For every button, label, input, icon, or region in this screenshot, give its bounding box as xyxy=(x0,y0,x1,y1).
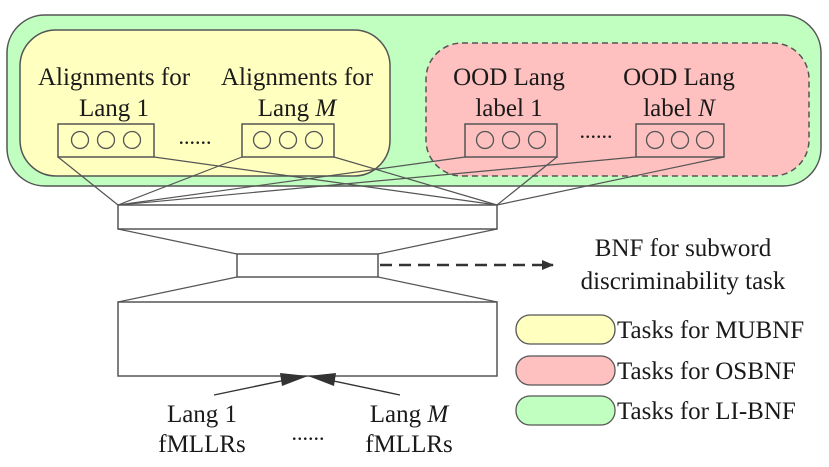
legend-label-osbnf: Tasks for OSBNF xyxy=(617,358,796,385)
legend-item-osbnf: Tasks for OSBNF xyxy=(515,355,796,386)
legend-item-li-bnf: Tasks for LI-BNF xyxy=(515,395,796,426)
input-right-label-var: M xyxy=(426,401,449,428)
legend-swatch-osbnf xyxy=(515,355,616,386)
node-circle xyxy=(475,130,495,150)
mubnf-left-title-line1: Alignments for xyxy=(38,64,191,91)
mubnf-ellipsis: ...... xyxy=(179,124,212,149)
legend: Tasks for MUBNF Tasks for OSBNF Tasks fo… xyxy=(515,314,804,426)
osbnf-right-title-line2: label N xyxy=(643,95,716,122)
input-arrows xyxy=(213,375,401,396)
node-circle xyxy=(501,130,521,150)
mubnf-output-node-box-right xyxy=(241,123,335,158)
osbnf-left-title-line1: OOD Lang xyxy=(453,64,565,91)
input-ellipsis: ...... xyxy=(292,420,325,445)
input-right-label-line1: Lang M xyxy=(370,401,450,428)
legend-label-mubnf: Tasks for MUBNF xyxy=(617,317,804,344)
legend-item-mubnf: Tasks for MUBNF xyxy=(515,314,804,345)
input-layer xyxy=(117,301,498,377)
input-left-label-line2: fMLLRs xyxy=(158,431,246,458)
osbnf-output-node-box-left xyxy=(464,123,558,158)
mubnf-right-title-line2: Lang M xyxy=(258,95,338,122)
mubnf-left-title-line2: Lang 1 xyxy=(79,95,149,122)
node-circle xyxy=(645,130,665,150)
osbnf-left-title-line2: label 1 xyxy=(475,95,542,122)
node-circle xyxy=(122,130,142,150)
input-right-label-prefix: Lang xyxy=(370,401,428,428)
input-left-label-line1: Lang 1 xyxy=(167,401,237,428)
osbnf-right-title-line1: OOD Lang xyxy=(623,64,735,91)
osbnf-output-node-box-right xyxy=(635,123,725,158)
bnf-output-label-line1: BNF for subword xyxy=(595,235,772,262)
node-circle xyxy=(670,130,690,150)
mubnf-right-title-line2-var: M xyxy=(314,95,337,122)
mubnf-right-title-line2-prefix: Lang xyxy=(258,95,316,122)
node-circle xyxy=(527,130,547,150)
bottleneck-connections-top xyxy=(117,228,498,255)
node-circle xyxy=(695,130,715,150)
osbnf-ellipsis: ...... xyxy=(580,118,613,143)
mubnf-right-title-line1: Alignments for xyxy=(221,64,374,91)
legend-swatch-li-bnf xyxy=(515,395,616,426)
osbnf-right-title-line2-prefix: label xyxy=(643,95,698,122)
osbnf-right-title-line2-var: N xyxy=(697,95,716,122)
node-circle xyxy=(70,130,90,150)
bottleneck-layer xyxy=(236,253,379,278)
node-circle xyxy=(304,130,324,150)
input-right-label-line2: fMLLRs xyxy=(365,431,453,458)
node-circle xyxy=(252,130,272,150)
mubnf-output-node-box-left xyxy=(57,123,155,158)
mubnf-task-region xyxy=(19,29,391,177)
legend-label-li-bnf: Tasks for LI-BNF xyxy=(617,398,796,425)
node-circle xyxy=(278,130,298,150)
bottleneck-connections-bottom xyxy=(117,276,498,303)
bnf-output-label-line2: discriminability task xyxy=(581,268,786,295)
legend-swatch-mubnf xyxy=(515,314,616,345)
node-circle xyxy=(96,130,116,150)
input-arrowhead-right xyxy=(308,373,336,386)
input-arrowhead-left xyxy=(280,373,308,386)
shared-hidden-layer xyxy=(117,204,498,230)
output-connections xyxy=(57,156,725,206)
